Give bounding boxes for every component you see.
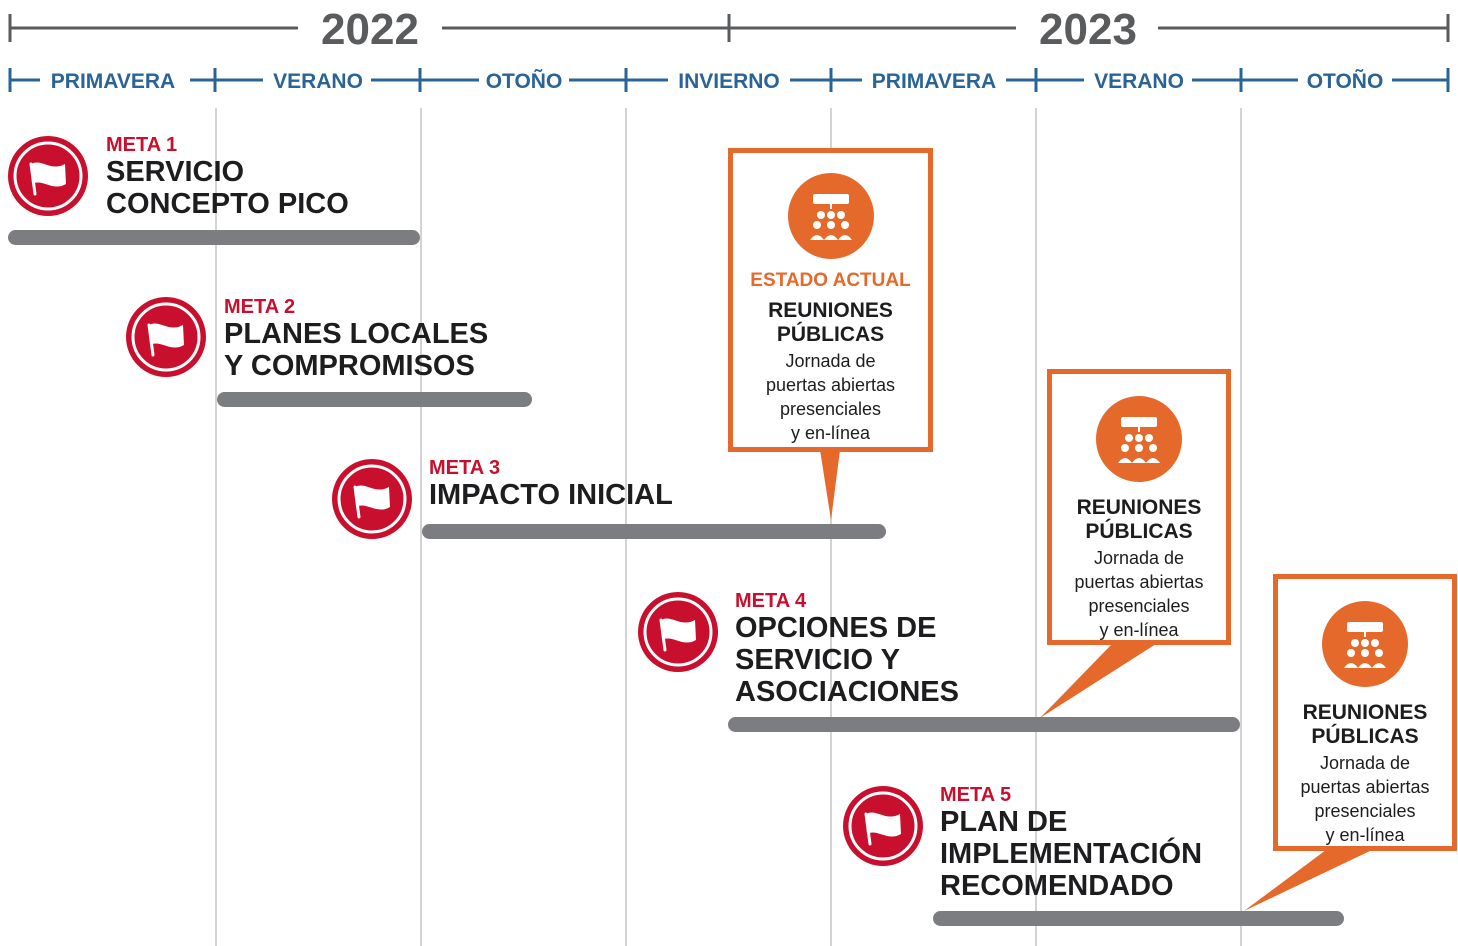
goal-number: META 5 (940, 784, 1012, 806)
goal-flag-icon-3 (330, 457, 414, 541)
callout-pointers (820, 450, 1372, 911)
season-label-backgrounds (40, 66, 1392, 94)
goal-4: META 4 OPCIONES DE SERVICIO Y ASOCIACION… (735, 590, 959, 708)
season-label-3: OTOÑO (486, 70, 563, 93)
year-label-2023: 2023 (1039, 5, 1137, 54)
year-axis (8, 14, 1450, 42)
goal-title: PLANES LOCALES Y COMPROMISOS (224, 318, 489, 382)
callout-public-meetings-2: REUNIONES PÚBLICAS Jornada de puertas ab… (1047, 369, 1231, 645)
season-label-5: PRIMAVERA (872, 70, 996, 93)
goal-bar-5 (933, 911, 1344, 926)
goal-5: META 5 PLAN DE IMPLEMENTACIÓN RECOMENDAD… (940, 784, 1202, 902)
goal-3: META 3 IMPACTO INICIAL (429, 457, 673, 511)
goal-1: META 1 SERVICIO CONCEPTO PICO (106, 134, 349, 220)
goal-bar-3 (422, 524, 886, 539)
callout-pointer-3 (1244, 850, 1372, 911)
goal-title: IMPACTO INICIAL (429, 479, 673, 511)
callout-pointer-2 (1040, 644, 1156, 718)
season-label-1: PRIMAVERA (51, 70, 175, 93)
goal-title: OPCIONES DE SERVICIO Y ASOCIACIONES (735, 612, 959, 708)
callout-public-meetings-3: REUNIONES PÚBLICAS Jornada de puertas ab… (1273, 574, 1457, 851)
goal-flag-icon-1 (6, 134, 90, 218)
callout-title: REUNIONES PÚBLICAS (768, 299, 893, 346)
goal-2: META 2 PLANES LOCALES Y COMPROMISOS (224, 296, 488, 382)
season-label-2: VERANO (273, 70, 363, 93)
goal-bar-4 (728, 717, 1240, 732)
goal-bars (8, 230, 1344, 926)
goal-flag-icon-5 (841, 784, 925, 868)
goal-bar-2 (217, 392, 532, 407)
year-label-2022: 2022 (321, 5, 419, 54)
callout-title: REUNIONES PÚBLICAS (1302, 701, 1428, 748)
callout-pointer-1 (820, 450, 840, 520)
goal-title: SERVICIO CONCEPTO PICO (106, 156, 349, 220)
goal-number: META 4 (735, 590, 807, 612)
season-label-4: INVIERNO (678, 70, 780, 93)
public-meeting-icon (787, 173, 874, 259)
goal-title: PLAN DE IMPLEMENTACIÓN RECOMENDADO (940, 806, 1203, 902)
public-meeting-icon (1096, 396, 1182, 482)
goal-flag-icon-4 (636, 590, 720, 674)
goal-bar-1 (8, 230, 420, 245)
goal-number: META 3 (429, 457, 501, 479)
callout-description: Jornada de puertas abiertas presenciales… (1300, 753, 1430, 845)
season-label-7: OTOÑO (1307, 70, 1384, 93)
goal-number: META 2 (224, 296, 296, 318)
callout-status: ESTADO ACTUAL (750, 270, 911, 291)
season-label-6: VERANO (1094, 70, 1184, 93)
callout-public-meetings-1: ESTADO ACTUAL REUNIONES PÚBLICAS Jornada… (728, 148, 933, 452)
public-meeting-icon (1322, 601, 1408, 687)
goal-number: META 1 (106, 134, 178, 156)
goal-flag-icon-2 (124, 295, 208, 379)
callout-description: Jornada de puertas abiertas presenciales… (765, 351, 896, 443)
callout-title: REUNIONES PÚBLICAS (1076, 496, 1202, 543)
callout-description: Jornada de puertas abiertas presenciales… (1074, 548, 1204, 640)
